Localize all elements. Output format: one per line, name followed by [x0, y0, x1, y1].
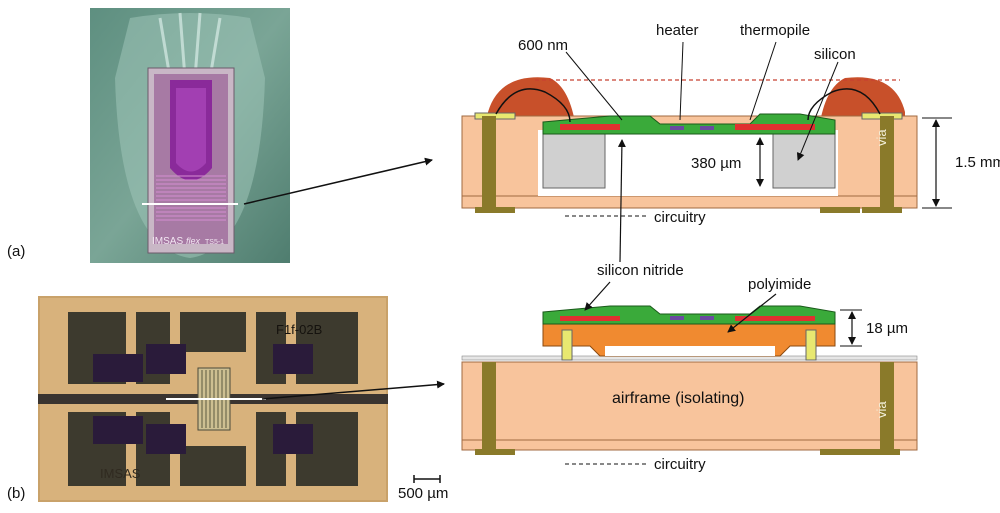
panel-label-b: (b)	[7, 485, 26, 502]
nitride-arrow-up	[617, 139, 626, 263]
diagram-b	[461, 139, 918, 465]
label-thermopile: thermopile	[740, 22, 811, 39]
pointer-arrow-b	[261, 380, 445, 400]
via-right-b	[880, 362, 894, 450]
pointer-arrow-a	[243, 157, 433, 205]
thermopile-red	[735, 124, 815, 130]
via-right-a	[880, 116, 894, 208]
label-polyimide: polyimide	[748, 276, 812, 293]
label-silicon-nitride: silicon nitride	[597, 262, 684, 279]
bond-wire-left	[495, 88, 571, 123]
label-via-b: via	[874, 401, 889, 418]
label-380um: 380 µm	[691, 155, 742, 172]
chip-mark-sub-a: flex	[186, 236, 201, 246]
silicon-right	[772, 133, 836, 189]
chip-mark-a: IMSAS	[152, 236, 183, 247]
label-circuitry-b: circuitry	[654, 456, 706, 473]
photo-a: IMSAS flex TS5-1	[90, 8, 290, 263]
label-circuitry-a: circuitry	[654, 209, 706, 226]
label-18um: 18 µm	[866, 320, 908, 337]
silicon-left	[542, 133, 606, 189]
via-left-b	[482, 362, 496, 450]
label-silicon: silicon	[814, 46, 856, 63]
scale-label: 500 µm	[398, 485, 449, 502]
airframe-board	[461, 361, 918, 451]
label-via-a: via	[874, 129, 889, 146]
via-left-a	[482, 116, 496, 208]
bond-wire-right	[807, 88, 881, 121]
panel-label-a: (a)	[7, 243, 26, 260]
label-1-5mm: 1.5 mm	[955, 154, 1000, 171]
chip-id-b: F1f-02B	[276, 322, 322, 337]
label-heater: heater	[656, 22, 699, 39]
chip-mark-b: IMSAS	[100, 466, 141, 481]
chip-id-a: TS5-1	[205, 239, 224, 246]
polyimide-arrow	[727, 293, 777, 333]
label-airframe: airframe (isolating)	[612, 390, 745, 407]
nitride-arrow-down	[584, 281, 611, 311]
diagram-a	[461, 41, 952, 217]
scale-bar	[413, 475, 441, 483]
label-600nm: 600 nm	[518, 37, 569, 54]
heater-red-left	[560, 124, 620, 130]
photo-b: F1f-02B IMSAS	[38, 296, 388, 502]
